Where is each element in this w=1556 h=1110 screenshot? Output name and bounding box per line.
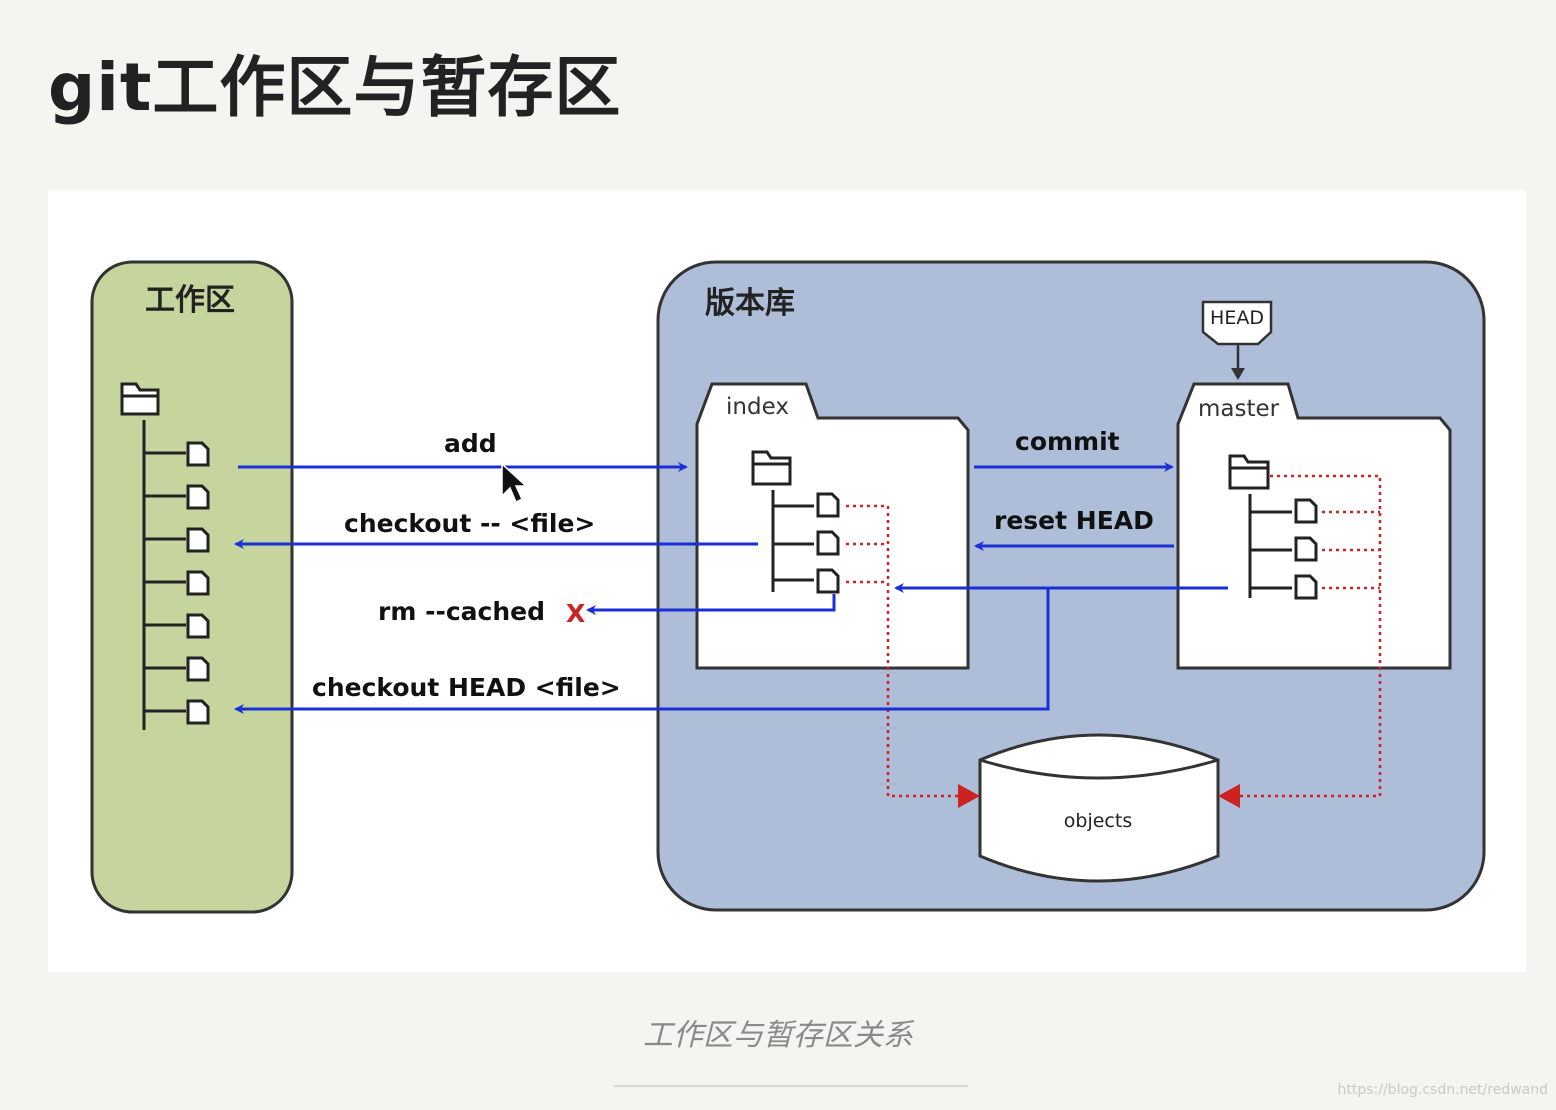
file-tree — [142, 420, 186, 730]
file-icon — [816, 530, 840, 556]
head-pointer: HEAD — [1201, 300, 1273, 380]
checkout-file-label: checkout -- <file> — [344, 509, 595, 538]
file-icon — [1294, 498, 1318, 524]
folder-icon — [1228, 454, 1270, 490]
file-icon — [186, 613, 210, 639]
file-icon — [186, 441, 210, 467]
folder-icon — [751, 450, 792, 486]
objects-store: objects — [978, 733, 1220, 883]
mouse-cursor-icon — [501, 462, 528, 504]
file-icon — [186, 527, 210, 553]
workspace-panel: 工作区 — [90, 260, 294, 914]
figure-caption: 工作区与暂存区关系 — [643, 1018, 913, 1053]
objects-label: objects — [1064, 810, 1132, 832]
index-tree — [771, 490, 814, 592]
repository-label: 版本库 — [705, 286, 795, 321]
file-icon — [1294, 536, 1318, 562]
reset-head-label: reset HEAD — [994, 506, 1154, 535]
file-icon — [186, 699, 210, 725]
git-workspace-diagram: 工作区 — [90, 260, 1486, 914]
master-folder: master — [1176, 382, 1452, 670]
rm-cached-x-mark: X — [566, 599, 585, 628]
command-arrows — [234, 462, 1228, 714]
file-icon — [186, 656, 210, 682]
object-reference-lines — [846, 474, 1382, 798]
rm-cached-arrow — [586, 594, 836, 615]
file-icon — [186, 570, 210, 596]
workspace-label: 工作区 — [145, 283, 235, 318]
master-label: master — [1198, 396, 1280, 422]
file-icon — [186, 484, 210, 510]
head-label: HEAD — [1210, 307, 1264, 329]
add-label: add — [444, 429, 497, 458]
checkout-head-label: checkout HEAD <file> — [312, 673, 621, 702]
index-folder: index — [695, 382, 970, 670]
caption-divider — [614, 1085, 968, 1087]
file-icon — [1294, 574, 1318, 600]
file-icon — [816, 568, 840, 594]
diagram-card: 工作区 — [48, 190, 1526, 972]
page-title: git工作区与暂存区 — [48, 49, 622, 126]
rm-cached-label: rm --cached — [378, 597, 545, 626]
checkout-head-arrow — [234, 588, 1050, 714]
folder-icon — [120, 382, 160, 416]
file-icon — [816, 492, 840, 518]
index-label: index — [726, 394, 789, 420]
commit-label: commit — [1015, 427, 1120, 456]
watermark: https://blog.csdn.net/redwand — [1337, 1082, 1549, 1098]
master-tree — [1248, 494, 1292, 598]
object-reference-arrowheads — [958, 784, 1240, 808]
